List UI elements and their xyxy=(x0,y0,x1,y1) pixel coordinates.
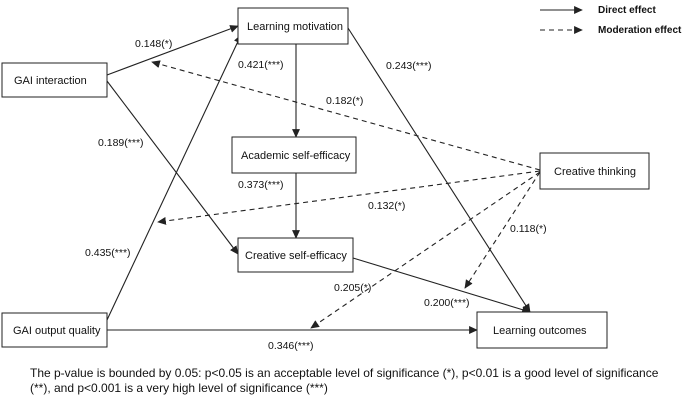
legend: Direct effect Moderation effect xyxy=(540,5,682,36)
path-quality-to-motivation xyxy=(106,34,242,321)
legend-direct-label: Direct effect xyxy=(598,5,656,16)
coef-creative-se-outcomes: 0.200(***) xyxy=(424,297,470,309)
node-creative-self-efficacy-label: Creative self-efficacy xyxy=(245,250,347,262)
path-motivation-to-outcomes xyxy=(347,27,531,313)
coef-mod-creative-se-outcomes: 0.118(*) xyxy=(510,223,547,235)
node-gai-interaction-label: GAI interaction xyxy=(14,75,87,87)
mod-to-quality-outcomes xyxy=(310,171,541,329)
coefficient-labels: 0.148(*) 0.421(***) 0.243(***) 0.182(*) … xyxy=(85,38,547,352)
node-learning-outcomes-label: Learning outcomes xyxy=(493,325,587,337)
coef-academic-creative: 0.373(***) xyxy=(238,179,284,191)
path-creative-se-to-outcomes xyxy=(352,257,531,314)
coef-motivation-academic: 0.421(***) xyxy=(238,59,284,71)
coef-quality-motivation: 0.435(***) xyxy=(85,247,131,259)
legend-moderation-label: Moderation effect xyxy=(598,25,682,36)
node-creative-thinking: Creative thinking xyxy=(539,152,650,190)
coef-interaction-creative-se: 0.189(***) xyxy=(98,137,144,149)
node-gai-interaction: GAI interaction xyxy=(1,62,108,98)
significance-note: The p-value is bounded by 0.05: p<0.05 i… xyxy=(30,366,659,395)
node-academic-self-efficacy: Academic self-efficacy xyxy=(231,136,357,174)
direct-paths xyxy=(106,25,531,334)
coef-quality-outcomes: 0.346(***) xyxy=(268,340,314,352)
coef-mod-interaction-motivation: 0.182(*) xyxy=(326,95,363,107)
node-learning-outcomes: Learning outcomes xyxy=(476,311,608,349)
node-learning-motivation: Learning motivation xyxy=(237,7,349,45)
coef-interaction-motivation: 0.148(*) xyxy=(135,38,172,50)
coef-mod-quality-outcomes: 0.205(*) xyxy=(334,282,371,294)
node-academic-self-efficacy-label: Academic self-efficacy xyxy=(241,150,351,162)
node-creative-thinking-label: Creative thinking xyxy=(554,166,636,178)
coef-motivation-outcomes: 0.243(***) xyxy=(386,60,432,72)
mod-to-academic-creative xyxy=(157,170,541,225)
path-interaction-to-motivation xyxy=(106,25,239,76)
moderation-paths xyxy=(151,60,541,329)
node-learning-motivation-label: Learning motivation xyxy=(247,21,343,33)
node-gai-output-quality: GAI output quality xyxy=(1,312,108,348)
node-gai-output-quality-label: GAI output quality xyxy=(13,325,101,337)
coef-mod-academic-creative: 0.132(*) xyxy=(368,200,405,212)
node-creative-self-efficacy: Creative self-efficacy xyxy=(237,237,354,273)
path-interaction-to-creative-se xyxy=(106,80,239,255)
mod-to-interaction-motivation xyxy=(151,60,541,171)
